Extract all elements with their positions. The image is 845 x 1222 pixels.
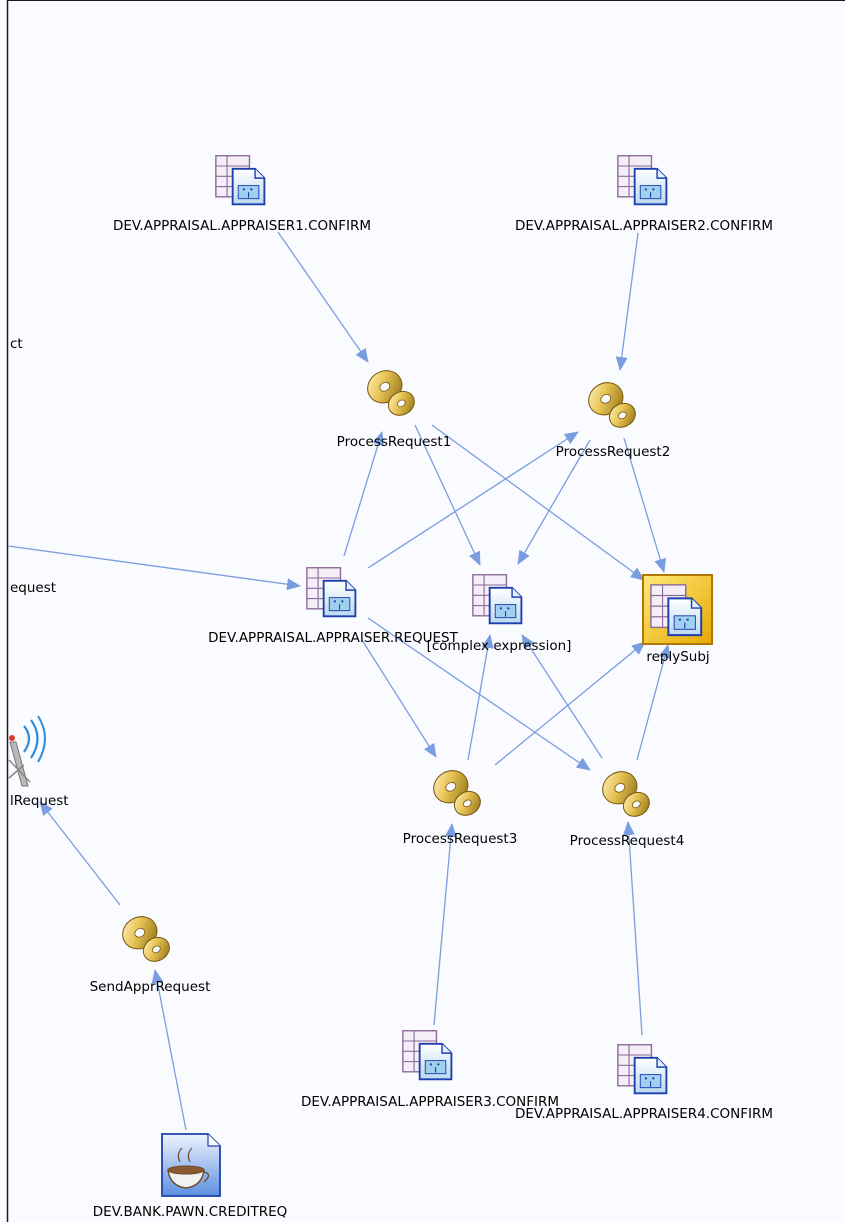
edge-pr3-to-complex [467,634,494,761]
queue-node-confirm3[interactable]: DEV.APPRAISAL.APPRAISER3.CONFIRM [301,1029,559,1110]
queue-node-confirm2[interactable]: DEV.APPRAISAL.APPRAISER2.CONFIRM [515,154,773,234]
node-label: DEV.APPRAISAL.APPRAISER1.CONFIRM [113,218,371,234]
edge-pr2-to-complex [517,439,591,565]
edge-pr2-to-reply [623,437,667,573]
node-label: DEV.APPRAISAL.APPRAISER4.CONFIRM [515,1106,773,1122]
node-label: DEV.APPRAISAL.APPRAISER2.CONFIRM [515,218,773,234]
process-node-pr2[interactable]: ProcessRequest2 [556,376,671,460]
edges [7,231,671,1131]
queue-node-complex-expression[interactable]: [complex expression] [427,573,572,654]
edge-pr4-to-reply [636,644,671,761]
edge-sendappr-to-radio [39,801,121,906]
process-icon [117,910,175,967]
queue-node-request[interactable]: DEV.APPRAISAL.APPRAISER.REQUEST [208,566,459,646]
edge-confirm4-to-pr4 [622,821,643,1036]
queue-icon [471,573,523,625]
process-node-send-appr-request[interactable]: SendApprRequest [90,910,211,995]
file-node-creditreq[interactable]: DEV.BANK.PAWN.CREDITREQ [93,1133,287,1220]
edge-request-to-pr1 [343,431,384,557]
node-label: ProcessRequest1 [337,434,452,450]
node-label: replySubj [646,649,709,665]
coffee-cup-icon [167,1169,205,1189]
edge-confirm1-to-pr1 [277,231,369,363]
edge-offscreen-to-request [7,545,301,591]
clipped-node-label[interactable]: equest [10,580,56,596]
process-icon [597,765,655,822]
edge-pr1-to-reply [431,424,645,581]
process-icon [428,764,486,821]
process-node-pr1[interactable]: ProcessRequest1 [337,364,452,450]
edge-request-to-pr2 [367,431,579,569]
node-label: ProcessRequest4 [570,833,685,849]
edge-pr3-to-reply [494,641,646,766]
node-label: SendApprRequest [90,979,211,995]
edge-confirm3-to-pr3 [433,823,457,1026]
queue-node-confirm1[interactable]: DEV.APPRAISAL.APPRAISER1.CONFIRM [113,154,371,234]
antenna-icon [8,715,46,787]
edge-confirm2-to-pr2 [615,232,639,371]
process-node-pr4[interactable]: ProcessRequest4 [570,765,685,849]
process-node-pr3[interactable]: ProcessRequest3 [403,764,518,847]
queue-icon [616,1043,668,1095]
clipped-node-label[interactable]: ct [10,336,23,352]
edge-pr1-to-complex [414,424,481,566]
edge-request-to-pr3 [361,639,437,758]
queue-icon [305,566,357,618]
edge-creditreq-to-sendappr [151,969,187,1131]
queue-node-reply-subj[interactable]: replySubj [642,574,713,665]
process-icon [583,376,641,433]
node-label: lRequest [10,793,69,809]
node-label: DEV.APPRAISAL.APPRAISER3.CONFIRM [301,1094,559,1110]
process-icon [362,364,420,421]
edge-pr4-to-complex [521,634,603,759]
node-label: DEV.BANK.PAWN.CREDITREQ [93,1204,287,1220]
broadcast-node-request[interactable]: lRequest [8,715,69,809]
queue-icon [214,154,266,206]
queue-node-confirm4[interactable]: DEV.APPRAISAL.APPRAISER4.CONFIRM [515,1043,773,1122]
node-label: ProcessRequest2 [556,444,671,460]
queue-icon [401,1029,453,1081]
node-label: ProcessRequest3 [403,831,518,847]
node-label: DEV.APPRAISAL.APPRAISER.REQUEST [208,630,459,646]
node-label: [complex expression] [427,638,572,654]
queue-icon [616,154,668,206]
